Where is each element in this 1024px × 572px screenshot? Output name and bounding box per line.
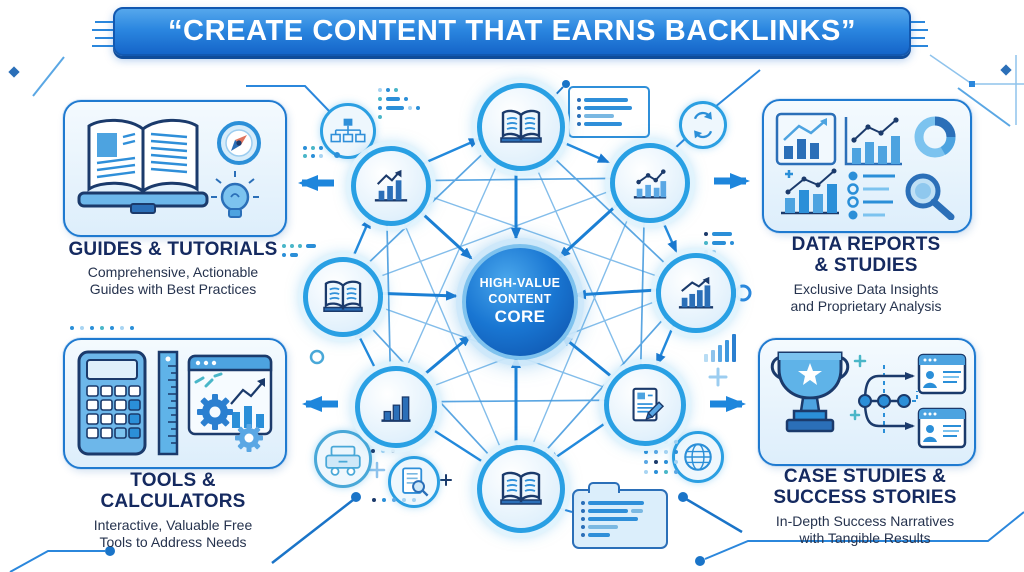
compass-icon <box>217 120 261 165</box>
open-book-icon <box>323 280 363 313</box>
data-title: DATA REPORTS <box>791 234 941 255</box>
document-pencil-icon <box>632 387 665 422</box>
profile-card-icon <box>917 407 967 449</box>
ruler-icon <box>157 350 179 455</box>
cases-illustration <box>770 351 967 449</box>
donut-chart-icon <box>914 116 956 158</box>
dash-dot-cluster <box>704 232 734 254</box>
trend-bar-chart-icon <box>781 168 839 215</box>
node-chart-upper-left <box>351 146 431 226</box>
flow-diagram-icon <box>858 365 918 437</box>
tools-illustration <box>77 350 273 455</box>
dots-row <box>70 326 134 330</box>
dot-grid <box>303 146 323 158</box>
node-bars-lower-left <box>355 366 437 448</box>
magnifier-icon <box>905 173 955 220</box>
banner-title: “CREATE CONTENT THAT EARNS BACKLINKS” <box>167 15 857 47</box>
tools-title: TOOLS & <box>130 470 216 491</box>
panel-data-reports <box>762 99 972 233</box>
line-bar-chart-icon <box>633 169 667 199</box>
node-book-top <box>477 83 565 171</box>
bullet-list-icon <box>847 171 895 220</box>
framed-bar-chart-icon <box>775 112 837 166</box>
puzzle-scribble <box>194 372 223 387</box>
dash-dot-cluster <box>378 88 420 119</box>
data-illustration <box>775 112 956 220</box>
profile-card-icon <box>917 353 967 395</box>
data-subtitle: Exclusive Data Insights <box>793 280 939 297</box>
caption-case-studies: CASE STUDIES & SUCCESS STORIES In-Depth … <box>733 466 997 547</box>
sparkline-icon <box>704 332 736 362</box>
dash-dot-cluster <box>282 244 316 257</box>
guides-title: GUIDES & TUTORIALS <box>68 239 278 260</box>
gear-small <box>235 423 263 452</box>
node-chart-upper-right <box>610 143 690 223</box>
printer-icon <box>314 430 372 488</box>
node-chart-right <box>656 253 736 333</box>
dot <box>334 152 340 158</box>
line-bar-chart-icon <box>844 117 902 166</box>
node-book-bottom <box>477 445 565 533</box>
plus-mark <box>849 354 867 421</box>
open-book-icon <box>500 471 542 505</box>
node-document-lower-right <box>604 364 686 446</box>
guides-subtitle: Comprehensive, Actionable <box>87 264 259 281</box>
bar-chart-icon <box>381 396 411 422</box>
dots-row <box>372 498 416 502</box>
lightbulb-icon <box>211 170 259 218</box>
globe-icon <box>672 431 724 483</box>
gear-large <box>197 393 233 430</box>
open-book-icon <box>500 109 542 143</box>
cases-title: CASE STUDIES & <box>783 466 947 487</box>
trophy-icon <box>770 351 850 433</box>
refresh-icon <box>679 101 727 149</box>
node-book-left <box>303 257 383 337</box>
panel-tools <box>63 338 287 469</box>
bar-chart-arrow-icon <box>678 276 714 309</box>
sitemap-icon <box>320 103 376 159</box>
notes-card-icon <box>572 482 668 549</box>
panel-guides <box>63 100 287 237</box>
bar-chart-arrow-icon <box>374 169 408 202</box>
caption-data-reports: DATA REPORTS & STUDIES Exclusive Data In… <box>736 234 996 315</box>
browser-gears-icon <box>187 354 273 452</box>
title-banner: “CREATE CONTENT THAT EARNS BACKLINKS” <box>113 7 911 56</box>
panel-case-studies <box>758 338 976 466</box>
dots-row <box>371 449 395 453</box>
caption-tools: TOOLS & CALCULATORS Interactive, Valuabl… <box>48 470 298 551</box>
high-value-content-core: HIGH-VALUE CONTENT CORE <box>462 244 578 360</box>
cases-subtitle: In-Depth Success Narratives <box>775 512 955 529</box>
calculator-icon <box>77 350 147 455</box>
open-book-icon <box>77 118 209 214</box>
guides-illustration <box>77 118 261 218</box>
caption-guides: GUIDES & TUTORIALS Comprehensive, Action… <box>43 239 303 298</box>
checklist-icon <box>568 86 650 138</box>
tools-subtitle: Interactive, Valuable Free <box>93 516 253 533</box>
